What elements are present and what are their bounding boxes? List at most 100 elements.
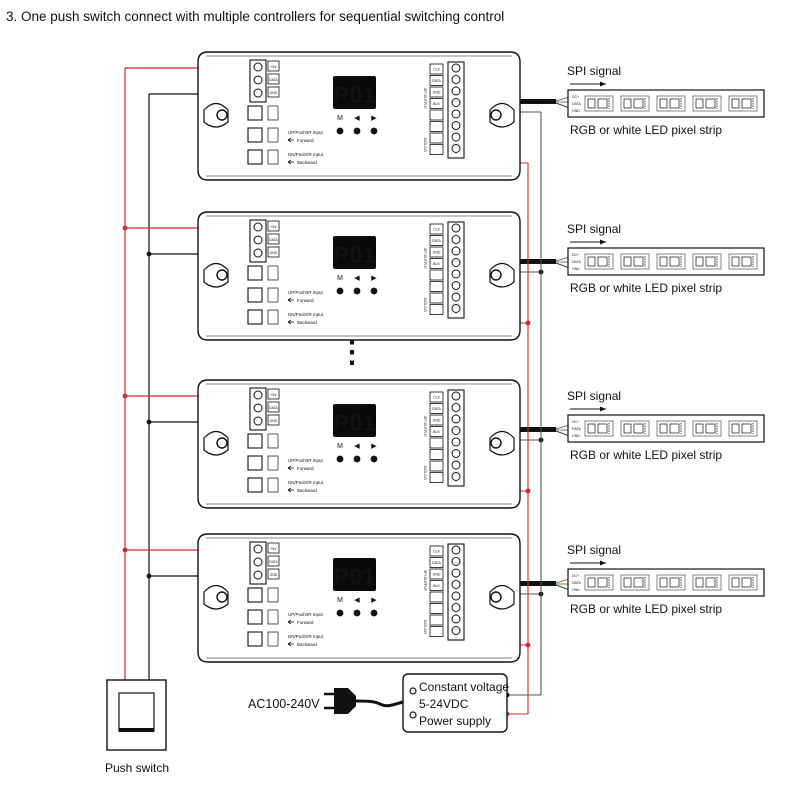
terminal-screw-icon [451,281,461,290]
right-button-label: ▶ [371,443,377,450]
output-terminal-label-box [429,63,444,75]
output-terminal-label-box [429,545,444,557]
right-button-label: ▶ [371,115,377,122]
output-terminal-label-box [429,591,444,603]
forward-arrow-icon [287,137,294,143]
strip-pin-label: DATA [572,260,581,264]
terminal-screw-icon [451,545,461,555]
spi-output-side-label: SPI OUTPUT [423,248,427,270]
left-button [353,287,361,295]
lower-input-sublabel: Backward [297,642,317,647]
terminal-screw-icon [451,403,461,412]
junction-dot [146,251,152,257]
signal-arrowhead-icon [600,239,606,245]
output-terminal-label-box [429,449,444,460]
output-terminal-label-box [429,403,444,414]
upper-input-sublabel: Forward [297,620,314,625]
pixel-led-icon [659,98,668,109]
output-terminal-label-box [429,292,444,304]
terminal-screw-icon [451,626,461,635]
terminal-screw-icon [451,121,461,130]
input-terminal-label: GND [270,91,278,95]
terminal-screw-icon [253,557,263,567]
led-display [333,404,376,437]
output-terminal-label-box [429,281,444,292]
push-switch-label: Push switch [105,761,169,775]
output-terminal-label-box [429,86,444,98]
output-terminal-label-box [429,269,444,281]
terminal-label-box [267,220,280,232]
terminal-screw-icon [253,62,263,72]
terminal-screw-icon [451,292,461,302]
terminal-screw-icon [451,557,461,566]
pixel-ic-icon [741,98,752,109]
rj-jack-icon [247,455,263,471]
terminal-label-box [267,246,280,258]
pixel-led-icon [695,423,704,434]
pixel-ic-icon [597,577,608,588]
pixel-led-icon [587,577,596,588]
spi-signal-label: SPI signal [567,64,621,78]
output-terminal-label: CLK [433,550,440,554]
spi-signal-label: SPI signal [567,222,621,236]
power-input-side-label: DC5-24V [423,466,427,481]
mode-button-label: M [337,443,343,450]
jack-label-box [267,309,279,325]
output-terminal-label-box [429,132,444,144]
rj-jack-icon [247,287,263,303]
lower-input-sublabel: Backward [297,160,317,165]
mode-button-label: M [337,115,343,122]
output-terminal-label-box [429,603,444,614]
output-terminal-label-box [429,109,444,121]
ac-plug-icon [324,688,404,714]
output-terminal-label-box [429,391,444,403]
rj-jack-icon [247,309,263,325]
pixel-ic-icon [705,98,716,109]
push-switch: Push switch [105,679,169,775]
input-terminal-label: DATA [269,238,278,242]
terminal-screw-icon [451,426,461,435]
pixel-led-icon [587,256,596,267]
pixel-led-icon [731,98,740,109]
input-terminal-label: +5V [270,547,277,551]
left-button-label: ◀ [354,115,360,122]
junction-dot [146,573,152,579]
terminal-screw-icon [451,223,461,233]
power-supply: Constant voltage 5-24VDC Power supply AC… [248,673,509,733]
input-terminal-label: GND [270,573,278,577]
upper-input-label: UP/Push/IR Input [288,612,324,617]
spi-output-side-label: SPI OUTPUT [423,570,427,592]
strip-pin-label: GND [572,109,580,113]
jack-label-box [267,265,279,281]
jack-label-box [267,127,279,143]
left-button [353,455,361,463]
power-terminal-icon [409,687,417,695]
pixel-ic-icon [669,423,680,434]
terminal-screw-icon [451,472,461,481]
upper-input-sublabel: Forward [297,138,314,143]
rj-jack-icon [247,631,263,647]
lower-input-label: DN/Push/IR Input [288,634,324,639]
terminal-screw-icon [253,248,263,258]
rj-jack-icon [247,609,263,625]
push-switch-button [118,692,155,732]
output-terminal-label-box [429,614,444,626]
mounting-hole-icon [490,269,502,281]
output-terminal-label-box [429,460,444,472]
right-button [370,127,378,135]
more-controllers-ellipsis: ⋮ [337,336,367,369]
forward-arrow-icon [287,297,294,303]
lower-input-sublabel: Backward [297,320,317,325]
terminal-screw-icon [451,269,461,279]
pixel-led-icon [659,256,668,267]
lower-input-label: DN/Push/IR Input [288,480,324,485]
strip-pin-label: DATA [572,102,581,106]
output-terminal-label-box [429,223,444,235]
terminal-screw-icon [253,88,263,98]
led-strip-caption: RGB or white LED pixel strip [570,123,722,137]
